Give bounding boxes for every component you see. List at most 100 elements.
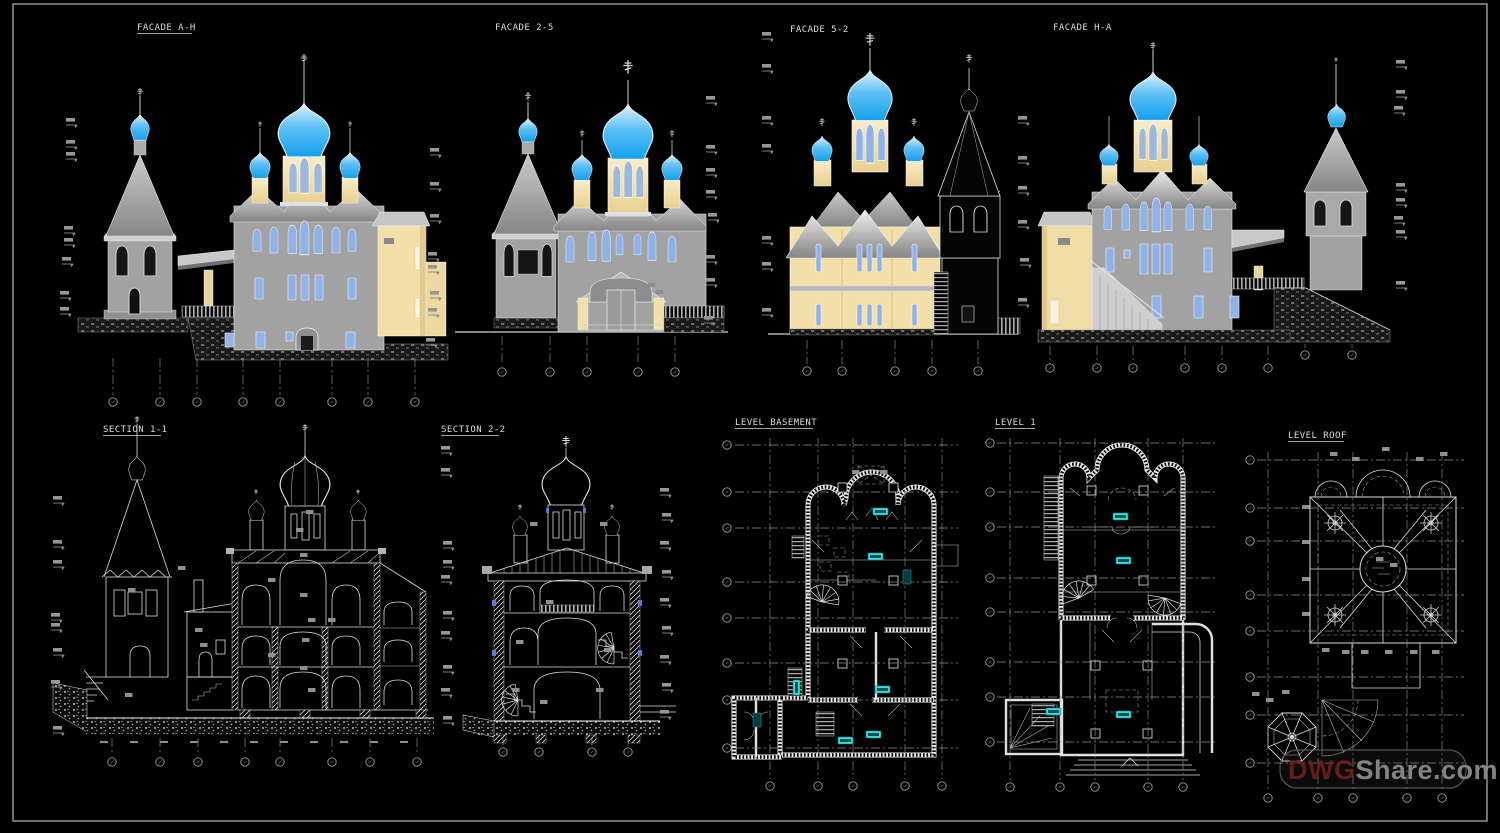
elevation-marker (1017, 115, 1031, 127)
annotation-tag (1376, 557, 1384, 561)
grid-bubble (1437, 793, 1447, 803)
grid-bubble (1245, 626, 1255, 636)
tower-section (83, 415, 172, 702)
elevation-marker (661, 512, 675, 524)
annotation-tag (1266, 698, 1274, 702)
elevation-marker (1017, 219, 1031, 231)
annotation-tag (1252, 692, 1260, 696)
elevation-marker (659, 597, 673, 609)
walkway (1231, 229, 1305, 291)
elevation-marker (442, 610, 456, 622)
elevation-marker (661, 625, 675, 637)
grid-bubble (1045, 363, 1055, 373)
facade-2-5-view: FACADE 2-5 (455, 23, 728, 333)
ground-band (473, 721, 660, 735)
watermark-dwg: DWG (1288, 755, 1355, 785)
facade-h-a-title: FACADE H-A (1053, 23, 1112, 33)
elevation-marker (1393, 105, 1407, 117)
elevation-marker (705, 189, 719, 201)
grid-bubble (108, 397, 118, 407)
elevation-marker (1395, 197, 1409, 209)
annotation-tag (1352, 457, 1360, 461)
bell-tower (491, 91, 565, 329)
grid-bubble (1245, 503, 1255, 513)
belfry-opening (115, 245, 129, 277)
elevation-marker (659, 540, 673, 552)
elevation-marker (65, 117, 79, 129)
grid-bubble (327, 397, 337, 407)
church-main (553, 59, 725, 333)
elevation-marker (1017, 155, 1031, 167)
room-tag-text (1118, 713, 1129, 716)
grid-bubble (670, 367, 680, 377)
annotation-tag (604, 648, 612, 652)
grid-bubble (985, 573, 995, 583)
elevation-marker (440, 445, 454, 457)
grid-bubble (985, 657, 995, 667)
side-annex (1037, 211, 1097, 331)
grid-bubble (937, 781, 947, 791)
elevation-marker (705, 254, 719, 266)
elevation-marker (440, 630, 454, 642)
ground-wedge (52, 682, 88, 733)
grid-bubble (410, 397, 420, 407)
elevation-marker (52, 725, 66, 737)
room-tag-text (840, 739, 851, 742)
elevation-marker (761, 235, 775, 247)
window-row-middle (1105, 243, 1213, 275)
watermark-share: Share.com (1355, 755, 1498, 785)
grid-bubble (412, 757, 422, 767)
level-roof-plan: LEVEL ROOF (1267, 431, 1457, 762)
room-tag-text (1118, 559, 1129, 562)
grid-bubble (985, 487, 995, 497)
grid-bubble (238, 397, 248, 407)
facade-5-2-title: FACADE 5-2 (790, 25, 849, 35)
annotation-tag (1302, 505, 1310, 509)
annotation-tag (1342, 650, 1350, 654)
grid-bubble (1143, 782, 1153, 792)
grid-bubble (765, 781, 775, 791)
annotation-tag (600, 522, 608, 526)
annotation-tag (328, 618, 336, 622)
annotation-tag (308, 618, 316, 622)
annotation-tag (296, 528, 304, 532)
level-1-title: LEVEL 1 (995, 418, 1036, 428)
grid-bubble (1402, 793, 1412, 803)
pilasters (837, 482, 899, 669)
elevation-marker (59, 290, 73, 302)
elevation-marker (429, 181, 443, 193)
annotation-tag (596, 688, 604, 692)
grid-bubble (722, 523, 732, 533)
elevation-marker (442, 664, 456, 676)
elevation-marker (65, 151, 79, 163)
wall-hatch (732, 696, 782, 759)
elevation-marker (1395, 280, 1409, 292)
entry-steps (86, 676, 106, 702)
grid-bubble (155, 397, 165, 407)
stair (791, 535, 805, 559)
elevation-marker (1395, 89, 1409, 101)
elevation-marker (63, 225, 77, 237)
grid-bubble (813, 781, 823, 791)
church-main (1087, 41, 1240, 333)
annotation-tag (300, 666, 308, 670)
annotation-tag (308, 688, 316, 692)
grid-bubble (985, 607, 995, 617)
tent-roof (105, 154, 175, 237)
annotation-tag (1416, 457, 1424, 461)
elevation-marker (52, 495, 66, 507)
onion-dome (130, 113, 150, 141)
elevation-marker (659, 654, 673, 666)
cross-icon (524, 91, 532, 102)
stone-terrace (77, 317, 189, 333)
elevation-marker (61, 256, 75, 268)
foundation-piers (493, 734, 641, 744)
elevation-marker (661, 682, 675, 694)
cross-icon (300, 53, 308, 65)
annotation-tag (268, 578, 276, 582)
grid-bubble (107, 757, 117, 767)
grid-bubble (1090, 782, 1100, 792)
foundation (52, 682, 434, 743)
